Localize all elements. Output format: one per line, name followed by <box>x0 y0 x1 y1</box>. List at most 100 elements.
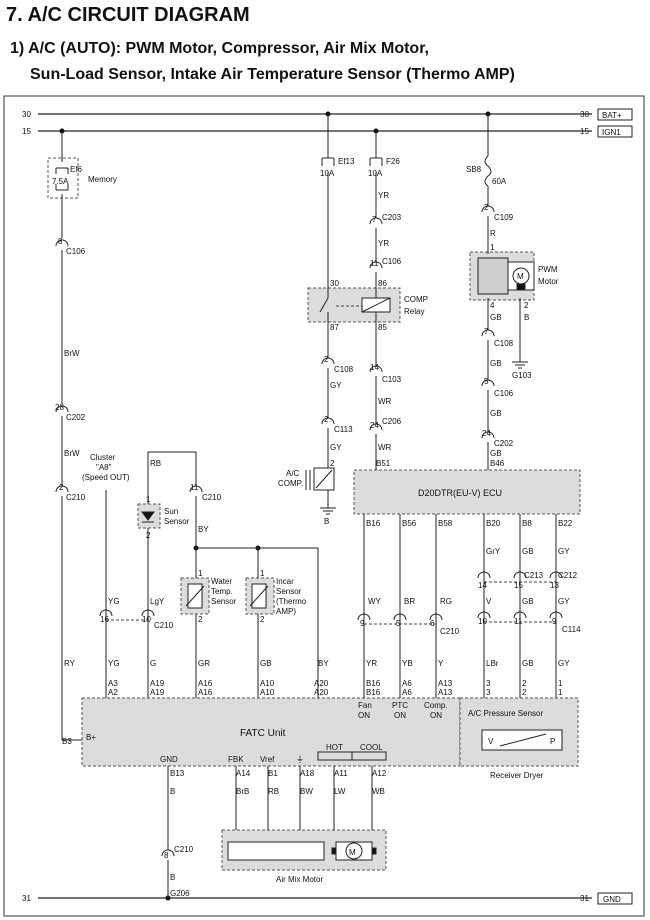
conn-c202-pwm: C202 <box>494 439 514 448</box>
relay-pin-86: 86 <box>378 279 387 288</box>
ac-comp-label2: COMP. <box>278 479 303 488</box>
rail-15-right: 15 <box>580 127 589 136</box>
pin-7-c108: 7 <box>484 327 489 336</box>
power-rails <box>38 113 592 899</box>
wire-yr-2: YR <box>378 239 389 248</box>
fatc-pin-a14: A14 <box>236 769 251 778</box>
wire-gy-1: GY <box>330 381 342 390</box>
sun-label2: Sensor <box>164 517 190 526</box>
fatc-fbk-label: FBK <box>228 755 244 764</box>
fuse-ef13: Ef13 <box>338 157 355 166</box>
conn-c114: C114 <box>562 625 581 634</box>
fatc-pin-a19-1: A19 <box>150 679 165 688</box>
fuse-ef13-rating: 10A <box>320 169 335 178</box>
conn-c210-right: C210 <box>440 627 460 636</box>
wire-gb-5: GB <box>522 659 534 668</box>
ecu-pin-b58: B58 <box>438 519 453 528</box>
pin-24-c202: 24 <box>482 429 491 438</box>
fatc-pin-a13-1: A13 <box>438 679 453 688</box>
pin-5-c210: 5 <box>396 619 401 628</box>
wire-ry: RY <box>64 659 76 668</box>
fuse-ef6-rating: 7.5A <box>52 177 69 186</box>
wire-lgy: LgY <box>150 597 165 606</box>
comp-relay-label: COMP <box>404 295 428 304</box>
connector-arcs <box>55 205 563 857</box>
pin-16-c210: 16 <box>100 615 109 624</box>
fatc-pin-a18: A18 <box>300 769 315 778</box>
wire-brb: BrB <box>236 787 249 796</box>
pressure-sensor-label: A/C Pressure Sensor <box>468 709 543 718</box>
wire-yr-1: YR <box>378 191 389 200</box>
conn-c213: C213 <box>524 571 544 580</box>
pin-11-c210: 11 <box>190 483 199 492</box>
pressure-pin-v: V <box>488 737 494 746</box>
pin-11-c106: 11 <box>370 259 379 268</box>
fatc-gnd-label: GND <box>160 755 178 764</box>
fatc-fan-on-1: Fan <box>358 701 372 710</box>
conn-c210-bottom: C210 <box>174 845 194 854</box>
fatc-pin-a3: A3 <box>108 679 118 688</box>
incar-pin-1: 1 <box>260 569 265 578</box>
pin-13-c212: 13 <box>550 581 559 590</box>
water-label3: Sensor <box>211 597 237 606</box>
rail-31-left: 31 <box>22 894 31 903</box>
conn-c106-f26: C106 <box>382 257 402 266</box>
fatc-pin-b16-2: B16 <box>366 688 381 697</box>
wire-gb-1: GB <box>490 313 502 322</box>
fatc-fan-on-2: ON <box>358 711 370 720</box>
fatc-pin-a12: A12 <box>372 769 387 778</box>
conn-c202-left: C202 <box>66 413 86 422</box>
fatc-pin-a16-2: A16 <box>198 688 213 697</box>
incar-label4: AMP) <box>276 607 296 616</box>
wire-lbr: LBr <box>486 659 499 668</box>
pwm-pin-2: 2 <box>524 301 529 310</box>
page-subtitle-line2: Sun-Load Sensor, Intake Air Temperature … <box>30 66 515 83</box>
fatc-pin-a6-2: A6 <box>402 688 412 697</box>
pin-9-c210: 9 <box>360 619 365 628</box>
wire-gb-ecu: GB <box>522 547 534 556</box>
rail-tags <box>597 108 633 905</box>
gnd-tag: GND <box>603 895 621 904</box>
ecu-pin-b51: B51 <box>376 459 391 468</box>
wire-b-pwm: B <box>524 313 529 322</box>
cluster-label2: "A8" <box>96 463 112 472</box>
wire-gb-3: GB <box>490 409 502 418</box>
conn-c210-top: C210 <box>202 493 222 502</box>
wires <box>61 114 557 898</box>
fatc-pin-b3: B3 <box>62 737 72 746</box>
rail-15-left: 15 <box>22 127 31 136</box>
pin-10-c114: 10 <box>478 617 487 626</box>
cluster-label3: (Speed OUT) <box>82 473 130 482</box>
water-pin-2: 2 <box>198 615 203 624</box>
ground-g206: G206 <box>170 889 190 898</box>
fatc-internals <box>317 751 387 761</box>
conn-c103: C103 <box>382 375 402 384</box>
fatc-pin-a2: A2 <box>108 688 118 697</box>
sensor-pin-1-1: 1 <box>558 679 563 688</box>
wire-bw: BW <box>300 787 313 796</box>
pin-2-c210-left: 2 <box>59 483 64 492</box>
fatc-ptc-on-1: PTC <box>392 701 408 710</box>
page-subtitle-line1: 1) A/C (AUTO): PWM Motor, Compressor, Ai… <box>10 40 429 57</box>
conn-c210-left: C210 <box>66 493 86 502</box>
wire-rb-2: RB <box>268 787 279 796</box>
water-pin-1: 1 <box>198 569 203 578</box>
wire-gry: GrY <box>486 547 501 556</box>
fuse-f26-rating: 10A <box>368 169 383 178</box>
fatc-pin-b16-1: B16 <box>366 679 381 688</box>
wire-rb: RB <box>150 459 161 468</box>
relay-pin-87: 87 <box>330 323 339 332</box>
ign-tag: IGN1 <box>602 128 621 137</box>
wire-gb-fatc: GB <box>260 659 272 668</box>
conn-c206: C206 <box>382 417 402 426</box>
ground-g103: G103 <box>512 371 532 380</box>
fatc-box <box>81 697 461 767</box>
air-mix-motor-label: Air Mix Motor <box>276 875 323 884</box>
pin-2-c109: 2 <box>484 203 489 212</box>
pin-6-c210: 6 <box>430 619 435 628</box>
fatc-ground-symbol: ⏚ <box>296 755 304 764</box>
fatc-cool-label: COOL <box>360 743 383 752</box>
ecu-pin-b56: B56 <box>402 519 417 528</box>
wire-gy-2: GY <box>330 443 342 452</box>
